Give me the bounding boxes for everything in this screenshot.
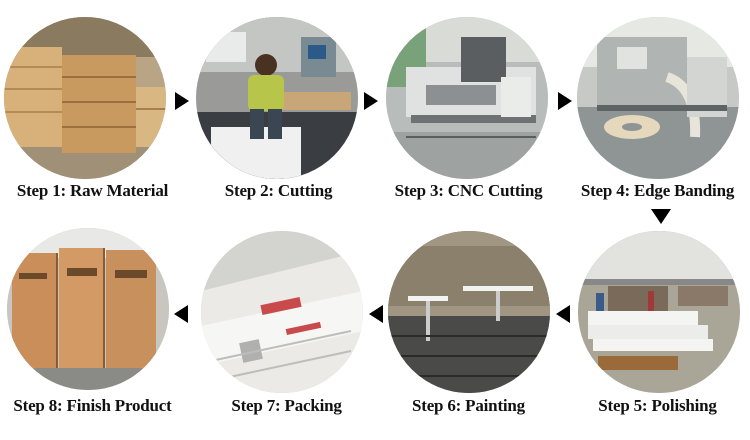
arrow-right-icon bbox=[175, 92, 189, 110]
step-label: Step 7: Packing bbox=[231, 396, 342, 415]
step-label: Step 1: Raw Material bbox=[16, 181, 169, 200]
step-label: Step 8: Finish Product bbox=[13, 396, 172, 415]
painting-photo bbox=[388, 231, 550, 393]
arrow-right-icon bbox=[558, 92, 572, 110]
packing-photo bbox=[201, 231, 363, 393]
step-label: Step 5: Polishing bbox=[598, 396, 717, 415]
raw-material-photo bbox=[4, 17, 166, 179]
step-label: Step 3: CNC Cutting bbox=[394, 181, 543, 200]
arrow-left-icon bbox=[369, 305, 383, 323]
polishing-photo bbox=[578, 231, 740, 393]
edge-banding-photo bbox=[577, 17, 739, 179]
cutting-photo bbox=[196, 17, 358, 179]
step-label: Step 6: Painting bbox=[412, 396, 525, 415]
step-label: Step 2: Cutting bbox=[224, 181, 333, 200]
arrow-right-icon bbox=[364, 92, 378, 110]
finish-product-photo bbox=[7, 228, 169, 390]
arrow-left-icon bbox=[174, 305, 188, 323]
step-label: Step 4: Edge Banding bbox=[580, 181, 735, 200]
arrow-down-icon bbox=[651, 209, 671, 224]
cnc-cutting-photo bbox=[386, 17, 548, 179]
arrow-left-icon bbox=[556, 305, 570, 323]
